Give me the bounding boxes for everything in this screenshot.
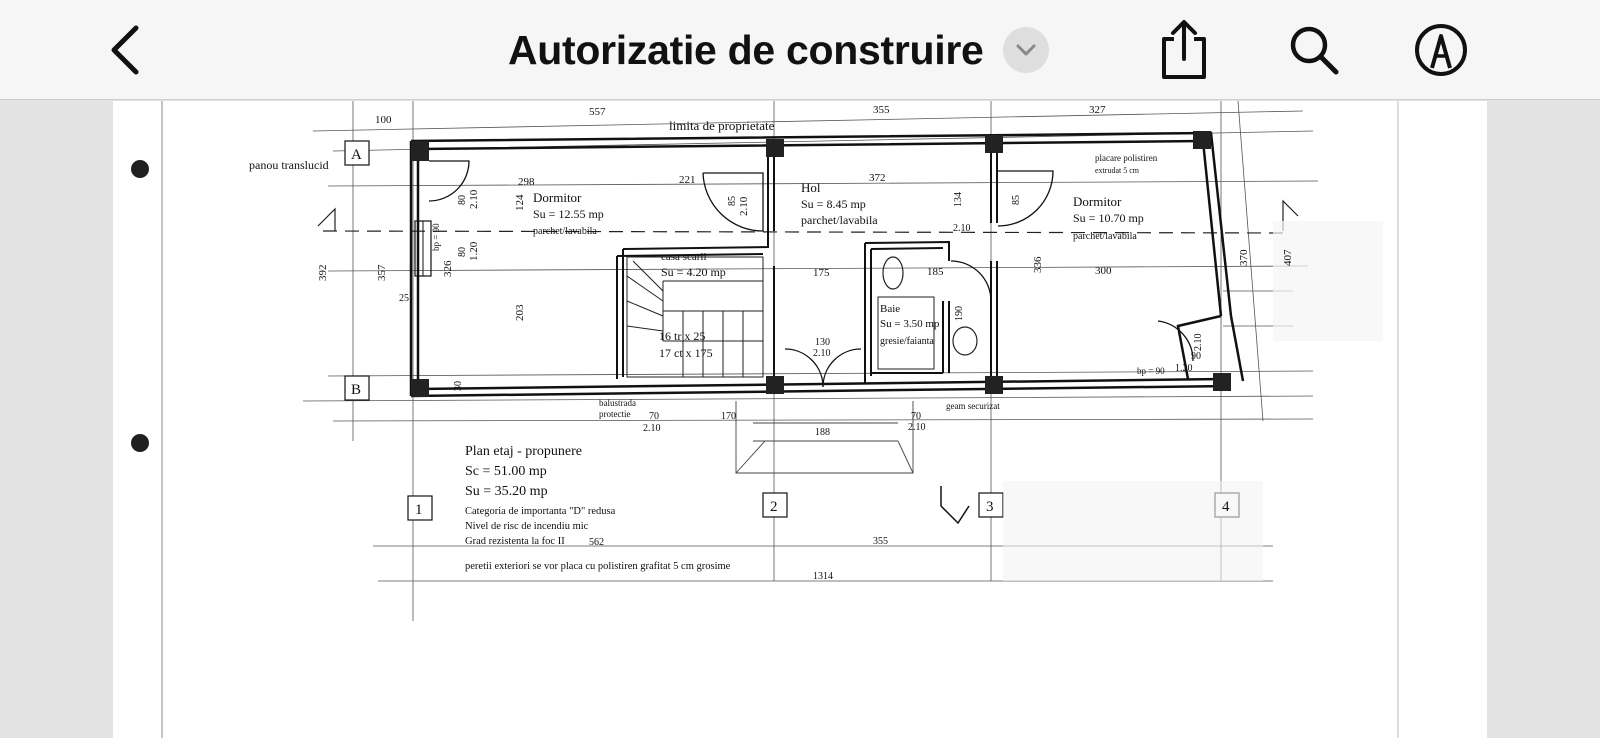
plan-fire: Grad rezistenta la foc II [465,536,565,547]
dim-label: 185 [927,266,944,278]
top-toolbar: Autorizatie de construire [0,0,1600,100]
room-area: Su = 8.45 mp [801,197,866,211]
dim-label: 124 [514,194,526,211]
dim-label: 2.10 [953,223,971,234]
search-button[interactable] [1284,18,1344,82]
room-area: Su = 12.55 mp [533,207,604,221]
geam-label: geam securizat [946,401,1000,411]
dim-top: 557 [589,106,606,118]
dim-label: 2.10 [643,423,661,434]
room-floor: gresie/faianta [880,336,934,347]
dim-label: 30 [453,381,464,391]
chevron-left-icon [111,25,139,75]
dim-label: 203 [514,304,526,321]
dim-top: 327 [1089,104,1106,116]
axis-label: 1 [415,502,423,518]
panou-label: panou translucid [249,158,329,172]
document-title[interactable]: Autorizatie de construire [508,26,984,73]
insulation-note: placare polistiren [1095,153,1158,163]
axis-label: 4 [1222,499,1230,515]
dim-top: 355 [873,104,890,116]
dim-label: 85 [727,196,738,206]
dim-label: 190 [954,306,965,321]
share-button[interactable] [1154,18,1214,82]
room-name: Dormitor [1073,194,1122,209]
dim-bottom: 562 [589,537,604,548]
protectie-label: protectie [599,409,630,419]
floor-plan-drawing: 100 557 355 327 limita de proprietate pa… [161,101,1399,738]
dim-label: 2.10 [908,422,926,433]
plan-su: Su = 35.20 mp [465,484,548,499]
dim-label: 2.10 [738,196,750,216]
insulation-note: extrudat 5 cm [1095,166,1140,175]
axis-label: B [351,382,361,398]
room-area: Su = 4.20 mp [661,265,726,279]
dim-label: 392 [317,265,329,282]
dim-label: 300 [1095,265,1112,277]
markup-button[interactable] [1411,18,1471,82]
share-icon [1162,20,1206,79]
room-name: Dormitor [533,190,582,205]
dim-label: 175 [813,267,830,279]
dim-label: 1.20 [1175,363,1193,374]
dim-label: 298 [518,176,535,188]
room-area: Su = 3.50 mp [880,318,940,330]
dim-bottom: 355 [873,536,888,547]
dim-label: 90 [1191,351,1201,362]
dim-label: 70 [911,411,921,422]
axis-label: 3 [986,499,994,515]
dim-label: 221 [679,174,696,186]
dim-label: 357 [376,264,388,281]
dim-label: 70 [649,411,659,422]
dim-label: 326 [442,260,454,277]
room-floor: parchet/lavabila [533,226,597,237]
room-name: casa scarii [661,251,707,263]
dim-label: 85 [1011,195,1022,205]
axis-label: 2 [770,499,778,515]
dim-label: 134 [953,192,964,207]
punch-hole [131,160,149,178]
stairs-label: 16 tr x 25 [659,329,705,343]
room-name: Hol [801,180,821,195]
balustrada-label: balustrada [599,398,636,408]
document-title-group: Autorizatie de construire [508,20,1050,80]
dim-label: 370 [1238,249,1250,266]
dim-label: 336 [1032,256,1044,273]
property-line-label: limita de proprietate [669,118,775,133]
dim-label: 2.10 [468,189,480,209]
plan-note: peretii exteriori se vor placa cu polist… [465,561,731,572]
search-icon [1290,26,1339,75]
back-button[interactable] [104,22,148,78]
plan-category: Categoria de importanta "D" redusa [465,506,616,517]
axis-label: A [351,147,362,163]
dim-label: 170 [721,411,736,422]
punch-hole [131,434,149,452]
title-menu-button[interactable] [1003,27,1050,73]
dim-label: 1.20 [468,241,480,261]
plan-sc: Sc = 51.00 mp [465,464,547,479]
room-area: Su = 10.70 mp [1073,211,1144,225]
dim-label: 188 [815,427,830,438]
dim-label: 407 [1282,249,1294,266]
dim-label: 2.10 [813,348,831,359]
room-name: Baie [880,303,900,315]
markup-pen-icon [1415,24,1467,76]
dim-label: 80 [457,195,468,205]
bp-label: bp = 90 [1137,366,1165,376]
dim-label: 2.10 [1193,334,1204,352]
dim-top: 100 [375,114,392,126]
bp-label: bp = 90 [431,223,441,251]
room-floor: parchet/lavabila [1073,231,1137,242]
dim-label: 130 [815,337,830,348]
dim-bottom: 1314 [813,571,833,582]
chevron-down-icon [1016,44,1036,56]
room-floor: parchet/lavabila [801,213,878,227]
plan-title: Plan etaj - propunere [465,444,582,459]
dim-label: 372 [869,172,886,184]
dim-label: 80 [457,247,468,257]
document-page[interactable]: 100 557 355 327 limita de proprietate pa… [113,101,1487,738]
stairs-label: 17 ct x 175 [659,346,713,360]
dim-label: 25 [399,293,409,304]
plan-risk: Nivel de risc de incendiu mic [465,521,589,532]
